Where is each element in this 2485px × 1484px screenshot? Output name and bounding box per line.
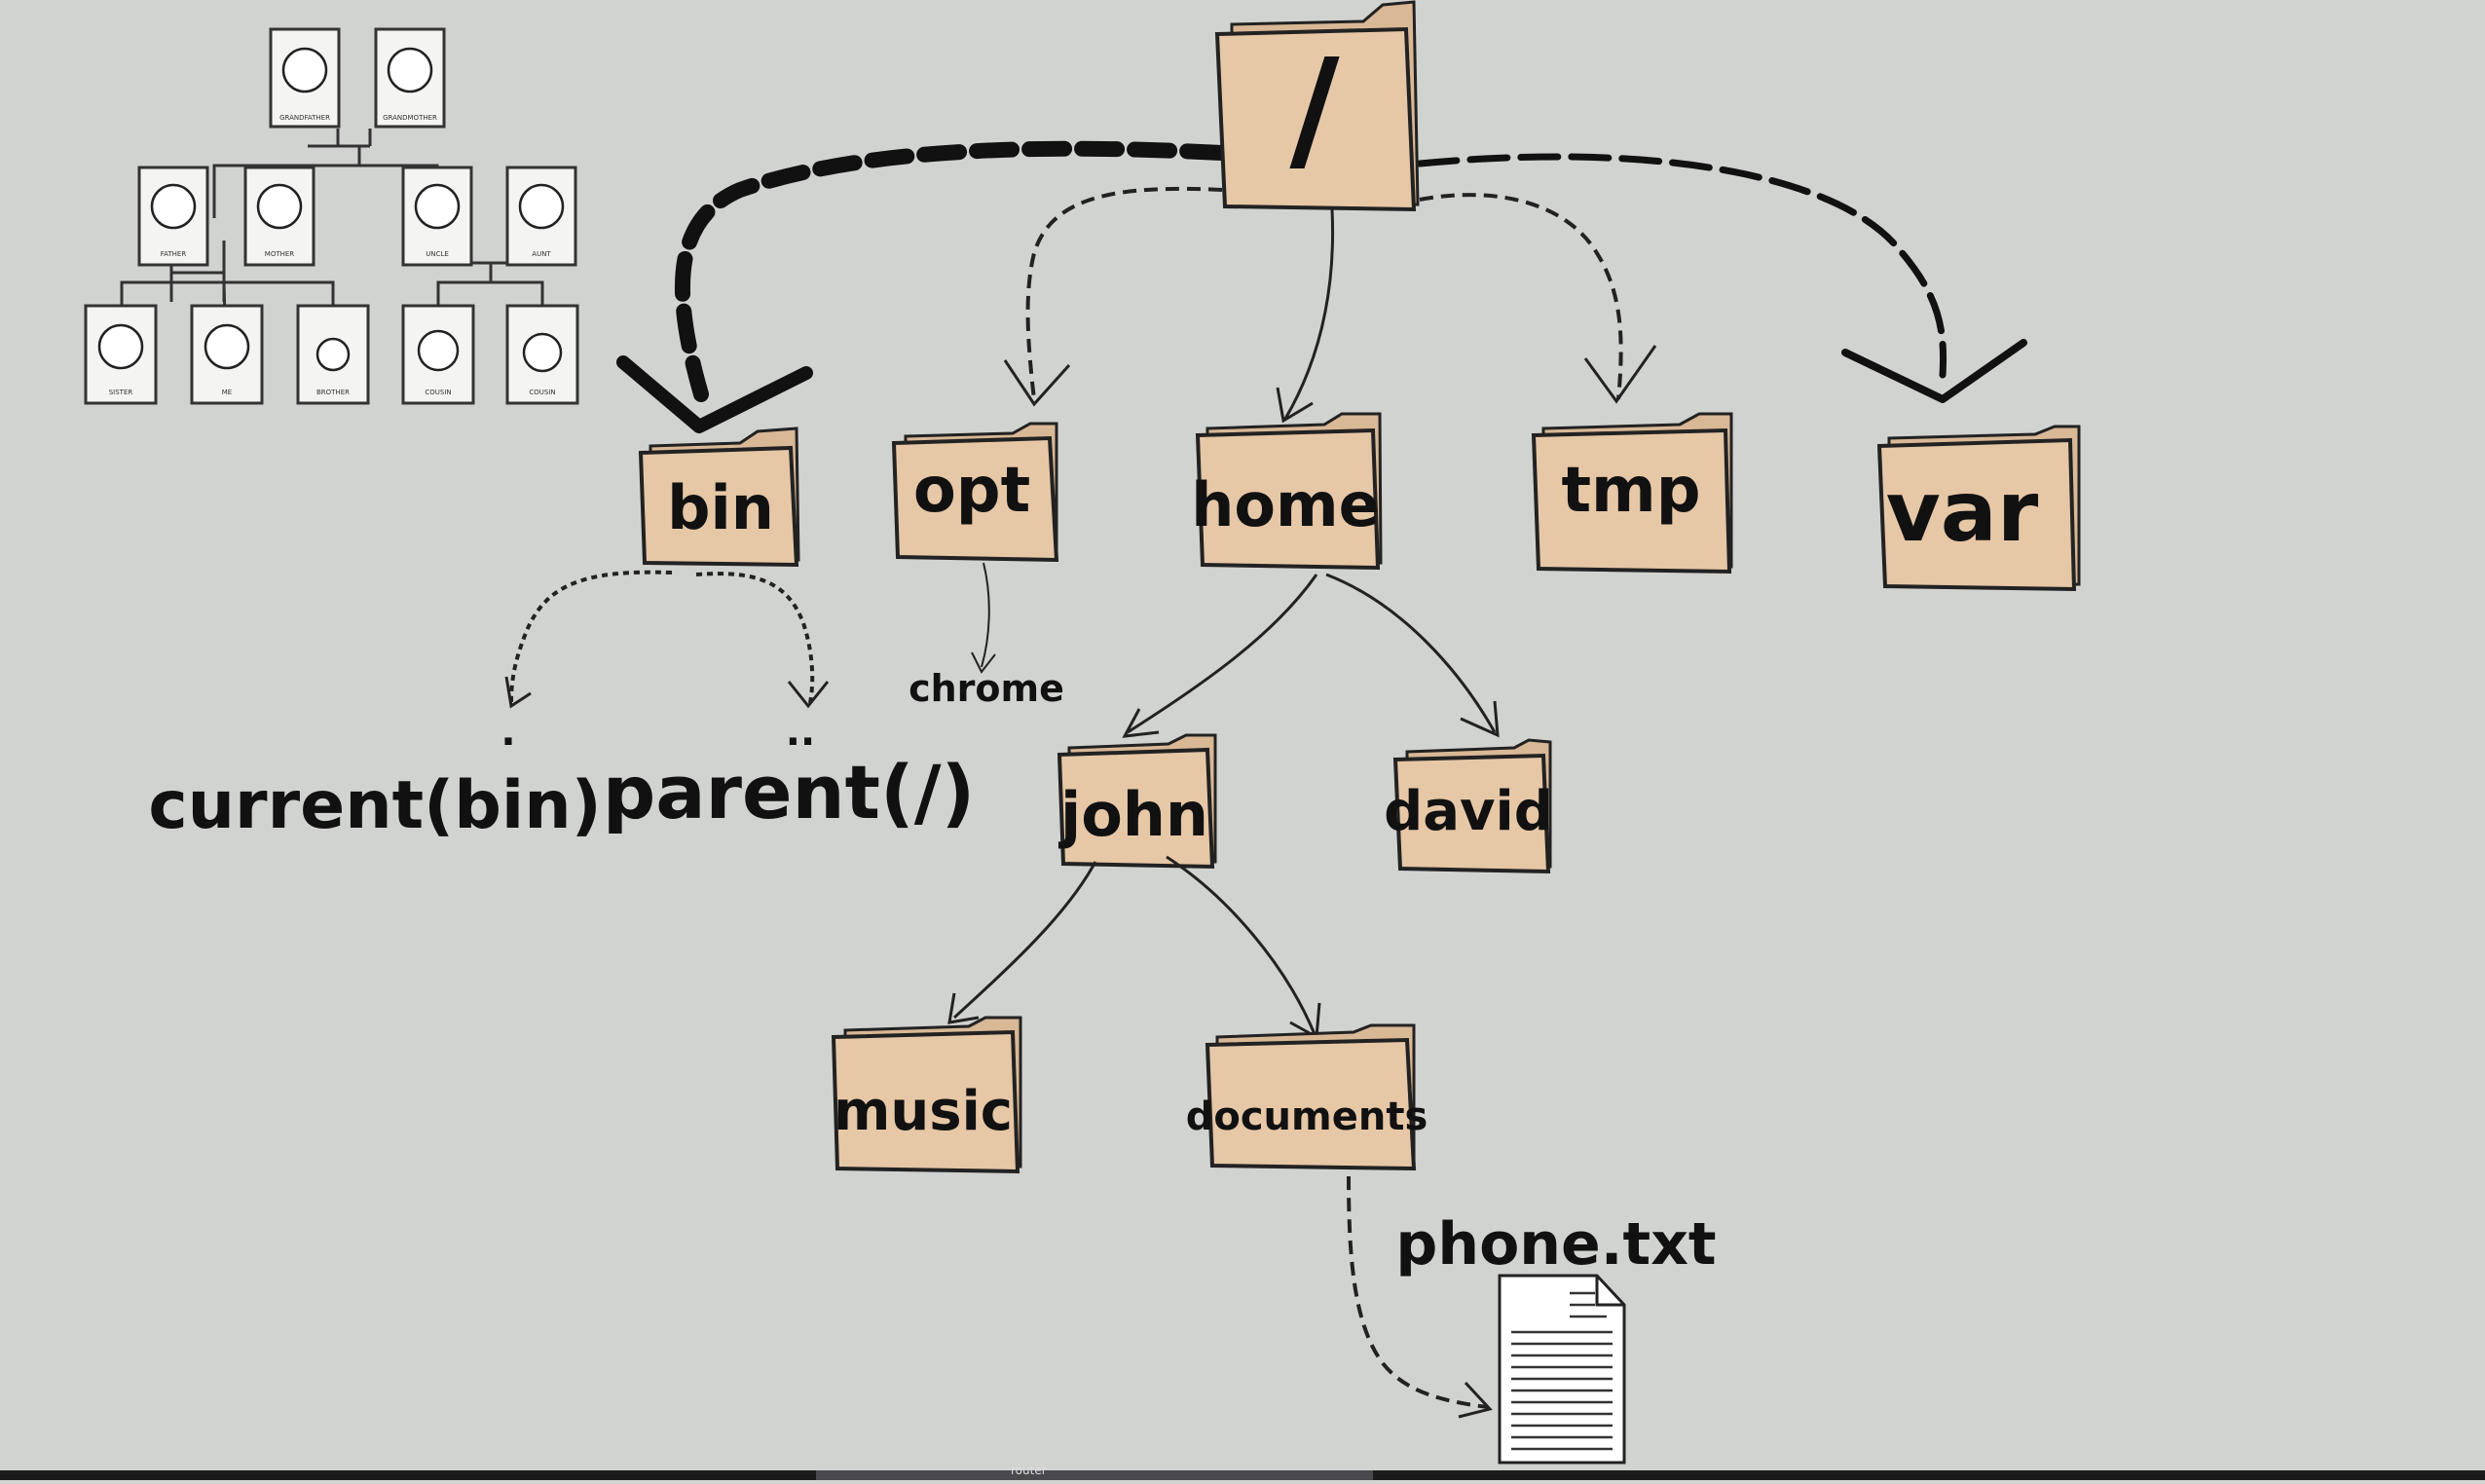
home-connectors [1122,573,1500,738]
chrome-label: chrome [909,667,1064,710]
taskbar-item[interactable]: router [816,1465,1373,1480]
family-card-label: MOTHER [265,250,295,258]
edge-root-var [1416,153,1947,379]
family-card-sister: SISTER [84,304,158,405]
arrow-head-tmp [1583,345,1657,404]
family-card-label: FATHER [161,250,187,258]
folder-documents-label: documents [1186,1094,1428,1139]
arrow-head-home [1276,387,1314,424]
family-card-label: GRANDFATHER [279,114,330,122]
folder-root-label: / [1289,30,1340,189]
family-card-label: BROTHER [316,389,350,396]
family-card-aunt: AUNT [505,166,577,267]
taskbar-item-label: router [1011,1464,1047,1477]
family-card-label: GRANDMOTHER [383,114,437,122]
file-text-lines [1511,1291,1613,1451]
root-connectors [616,140,2027,433]
arrow-head-bin [616,355,813,433]
folder-tmp[interactable]: tmp [1531,412,1733,575]
folder-david[interactable]: david [1384,738,1553,874]
edge-root-bin [674,140,1230,402]
file-name-label: phone.txt [1395,1210,1716,1279]
folder-bin[interactable]: bin [638,427,800,568]
family-card-brother: BROTHER [296,304,370,405]
folder-john-label: john [1057,779,1208,850]
current-dir-symbol: . [501,710,515,755]
john-connectors [947,855,1321,1040]
folder-bin-label: bin [667,472,774,543]
folder-music[interactable]: music [831,1016,1022,1174]
edge-root-opt [1025,186,1223,400]
folder-home-label: home [1191,469,1379,540]
folder-tmp-label: tmp [1561,455,1700,527]
family-card-label: ME [222,389,232,396]
family-card-label: SISTER [109,389,133,396]
family-card-label: COUSIN [529,389,555,396]
file-phone-txt[interactable]: phone.txt [1395,1210,1717,1465]
family-card-label: UNCLE [426,250,449,258]
opt-chrome: chrome [909,562,1064,710]
folder-music-label: music [834,1080,1013,1143]
family-card-me: ME [190,304,264,405]
family-card-father: FATHER [137,166,209,267]
folder-david-label: david [1384,780,1553,843]
current-dir-label: current(bin) [148,767,601,844]
arrow-head-opt [1003,359,1071,407]
folder-john[interactable]: john [1057,733,1217,870]
family-card-cousin-2: COUSIN [505,304,579,405]
parent-dir-label: parent(/) [603,749,975,835]
folder-var-label: var [1886,464,2039,561]
family-card-label: AUNT [532,250,551,258]
folder-documents[interactable]: documents [1186,1023,1428,1171]
folder-opt[interactable]: opt [891,422,1059,563]
folder-home[interactable]: home [1191,412,1383,571]
folder-var[interactable]: var [1876,425,2081,592]
family-card-uncle: UNCLE [401,166,473,267]
folder-root[interactable]: / [1214,0,1420,212]
family-tree: GRANDFATHER GRANDMOTHER FATHER MOTHER UN… [84,27,579,405]
bin-relative-paths: . .. current(bin) parent(/) [148,570,975,844]
parent-dir-symbol: .. [786,710,815,755]
family-card-grandmother: GRANDMOTHER [374,27,446,129]
documents-file-connector [1347,1175,1493,1419]
arrow-head-var [1841,339,2027,403]
edge-root-tmp [1419,193,1623,400]
family-card-cousin-1: COUSIN [401,304,475,405]
family-card-grandfather: GRANDFATHER [269,27,341,129]
family-card-label: COUSIN [425,389,451,396]
edge-root-home [1283,208,1335,420]
family-card-mother: MOTHER [243,166,315,267]
folder-opt-label: opt [913,455,1030,527]
